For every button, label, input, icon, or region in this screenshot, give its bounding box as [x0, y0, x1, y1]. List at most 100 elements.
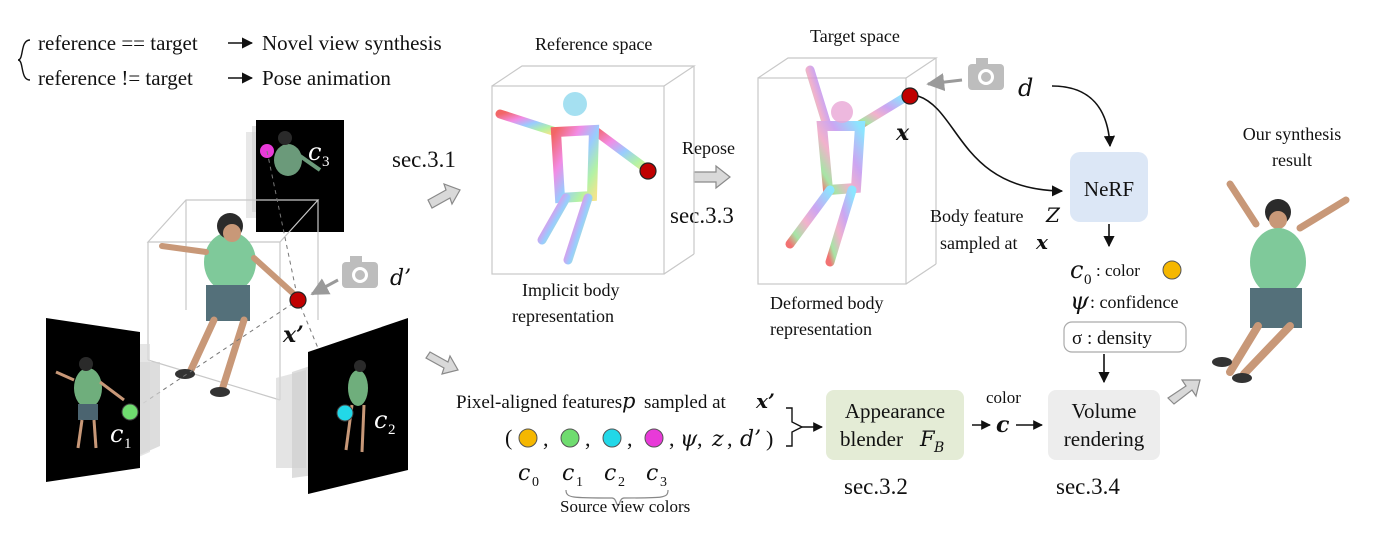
body-feature-line2: sampled at: [940, 233, 1017, 253]
reference-space: Reference space Implicit body representa…: [491, 34, 696, 326]
color-arrow-label: color: [986, 388, 1021, 407]
target-space: Target space x Deformed body representat…: [757, 26, 1033, 339]
label-x: x: [895, 120, 910, 146]
volume-line1: Volume: [1072, 399, 1137, 423]
feature-tuple: ( , , , , ψ , z , d’ ): [505, 425, 773, 452]
target-caption-1: Deformed body: [770, 293, 883, 313]
pixel-aligned-features: Pixel-aligned features p sampled at x’: [456, 389, 775, 413]
label-d: d: [1018, 74, 1033, 102]
label-c2: c: [374, 406, 387, 434]
tuple-comma-3: ,: [627, 426, 633, 451]
pixel-aligned-text: Pixel-aligned features: [456, 392, 622, 413]
x-to-nerf-arrow: [917, 95, 1064, 197]
color-label-c0: c: [518, 461, 530, 486]
legend-line2-left: reference != target: [38, 66, 193, 90]
arrow-to-result: [1167, 379, 1201, 405]
source-view-c2: c 2: [276, 318, 408, 494]
reference-cube: [491, 65, 696, 275]
appearance-box: [826, 390, 964, 460]
nerf-module: NeRF: [1070, 152, 1148, 222]
tuple-z: z: [711, 427, 724, 452]
nerf-box: [1070, 152, 1148, 222]
camera-ray-arrow: [310, 278, 339, 296]
volume-line2: rendering: [1064, 427, 1145, 451]
reference-title: Reference space: [535, 34, 652, 54]
label-c3: c: [308, 138, 321, 166]
tuple-comma-1: ,: [543, 426, 549, 451]
reference-caption-1: Implicit body: [522, 280, 620, 300]
tuple-open: (: [505, 425, 512, 450]
color-label-c2-sub: 2: [618, 475, 625, 490]
legend-line2-right: Pose animation: [262, 66, 391, 90]
reference-point-cloud: [495, 109, 653, 265]
color-arrow-var: c: [996, 412, 1010, 438]
label-x-prime: x’: [282, 322, 304, 348]
tuple-comma-4: ,: [669, 426, 675, 451]
label-d-prime: d’: [390, 266, 411, 291]
volume-rendering: Volume rendering: [1048, 390, 1160, 460]
arrow-to-reference: [427, 182, 461, 209]
scene-cube: [146, 199, 320, 401]
appearance-line2: blender: [840, 427, 903, 451]
target-camera-arrow: [926, 73, 963, 92]
tuple-orange: [518, 428, 538, 448]
camera-icon: [342, 256, 378, 288]
source-image-c3: [256, 120, 344, 232]
d-to-nerf-arrow: [1051, 85, 1116, 148]
appearance-blender: Appearance blender F B: [826, 390, 964, 460]
output-psi: ψ: [1070, 287, 1090, 315]
density-box: [1063, 321, 1187, 353]
result-title-2: result: [1272, 150, 1312, 170]
color-label-c3: c: [646, 461, 658, 486]
color-label-c1-sub: 1: [576, 475, 583, 490]
section-3-3: sec.3.3: [670, 203, 734, 228]
tuple-comma-6: ,: [727, 426, 733, 451]
source-colors-brace: [565, 489, 669, 507]
target-head: [831, 101, 853, 123]
tuple-cyan: [602, 428, 622, 448]
legend-line1-right: Novel view synthesis: [262, 31, 442, 55]
label-c3-sub: 3: [322, 154, 330, 170]
nerf-label: NeRF: [1084, 177, 1134, 201]
result-title-1: Our synthesis: [1243, 124, 1342, 144]
tuple-green: [560, 428, 580, 448]
source-views-scene: c 3: [46, 120, 411, 494]
legend-line1-left: reference == target: [38, 31, 198, 55]
source-view-c1: c 1: [46, 318, 160, 482]
body-feature-z: Z: [1045, 203, 1061, 227]
target-point-cloud: [785, 65, 909, 267]
body-feature-line1: Body feature: [930, 206, 1023, 226]
label-c1-sub: 1: [124, 436, 132, 452]
query-point-x-prime: [289, 291, 307, 309]
pixel-aligned-p: p: [622, 389, 635, 413]
section-3-2: sec.3.2: [844, 474, 908, 499]
cyan-point: [336, 404, 354, 422]
output-c0: c: [1070, 256, 1083, 284]
output-confidence-text: : confidence: [1090, 292, 1178, 312]
person-photo: [159, 213, 299, 397]
tuple-psi: ψ: [680, 427, 698, 452]
arrow-repose: [693, 164, 731, 190]
flow-arrows: [425, 164, 1201, 405]
label-c1: c: [110, 420, 123, 448]
arrow-to-features: [425, 351, 459, 375]
target-point: [901, 87, 919, 105]
reference-caption-2: representation: [512, 306, 614, 326]
label-c2-sub: 2: [388, 422, 396, 438]
target-cube: [757, 57, 938, 285]
tuple-comma-2: ,: [585, 426, 591, 451]
color-label-c2: c: [604, 461, 616, 486]
reference-point: [639, 162, 657, 180]
source-view-c3: c 3: [246, 120, 344, 232]
body-feature-label: Body feature Z sampled at x: [930, 203, 1061, 254]
section-3-4: sec.3.4: [1056, 474, 1120, 499]
tuple-bracket: [786, 407, 804, 447]
target-title: Target space: [810, 26, 900, 46]
color-labels: c 0 c 1 c 2 c 3: [518, 461, 667, 490]
legend: reference == target Novel view synthesis…: [17, 31, 442, 90]
source-view-colors-label: Source view colors: [560, 497, 690, 516]
appearance-var-sub: B: [933, 440, 944, 456]
output-c0-sub: 0: [1084, 272, 1092, 288]
appearance-var-f: F: [919, 427, 936, 451]
